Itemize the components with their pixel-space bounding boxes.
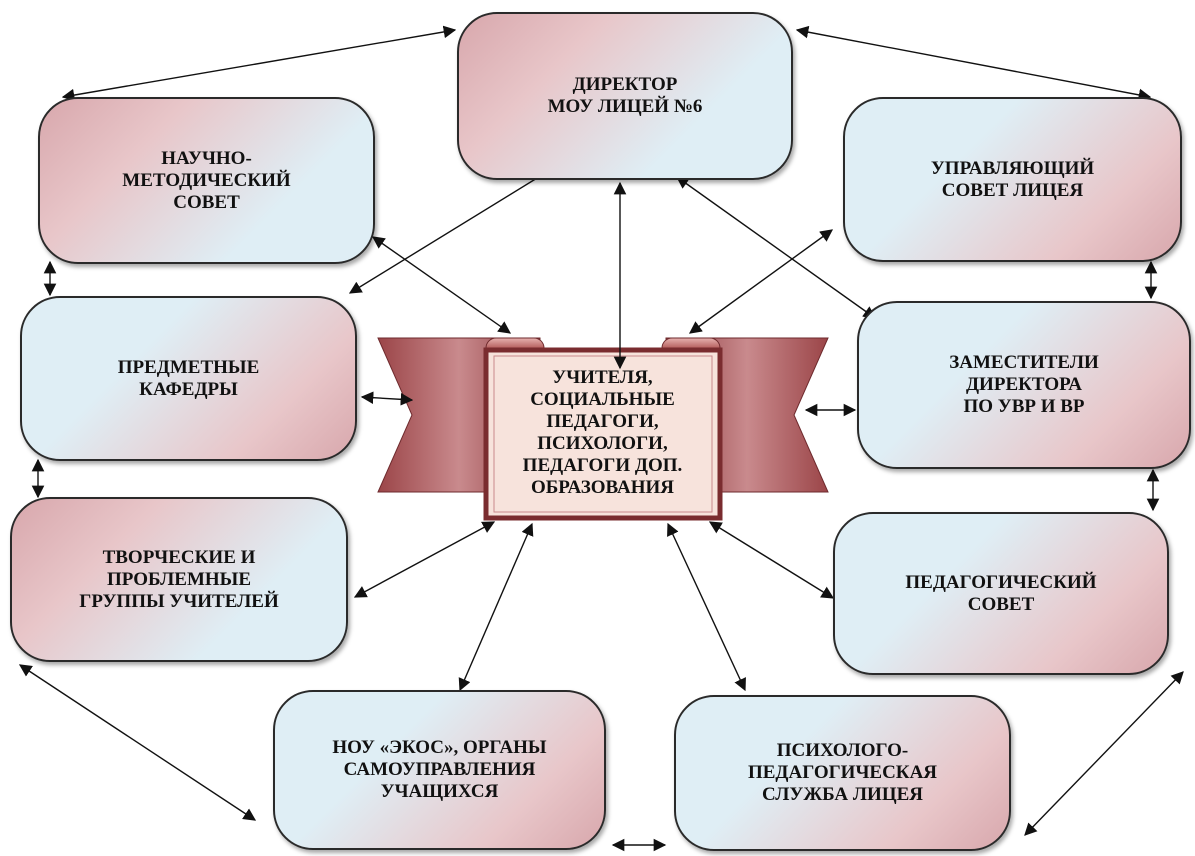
- node-departments-label: ПРЕДМЕТНЫЕ КАФЕДРЫ: [117, 356, 260, 400]
- connectors: [18, 25, 1184, 852]
- connector-director-nmc: [61, 25, 457, 102]
- center-scroll: [483, 347, 723, 521]
- connector-psych-teachers: [667, 522, 746, 692]
- node-deputies: ЗАМЕСТИТЕЛИ ДИРЕКТОРА ПО УВР И ВР: [857, 301, 1191, 469]
- connector-council-teachers: [688, 229, 834, 334]
- connector-pedsovet-teachers: [708, 521, 835, 599]
- connector-director-departments: [348, 166, 557, 294]
- node-pedsovet-label: ПЕДАГОГИЧЕСКИЙ СОВЕТ: [905, 571, 1097, 615]
- connector-departments-teachers: [360, 391, 414, 406]
- node-psych: ПСИХОЛОГО- ПЕДАГОГИЧЕСКАЯ СЛУЖБА ЛИЦЕЯ: [674, 695, 1011, 851]
- node-council-label: УПРАВЛЯЮЩИЙ СОВЕТ ЛИЦЕЯ: [930, 157, 1095, 201]
- node-nmc: НАУЧНО- МЕТОДИЧЕСКИЙ СОВЕТ: [38, 97, 375, 264]
- center-scroll-inner: [493, 355, 713, 513]
- node-psych-label: ПСИХОЛОГО- ПЕДАГОГИЧЕСКАЯ СЛУЖБА ЛИЦЕЯ: [747, 740, 938, 805]
- node-groups: ТВОРЧЕСКИЕ И ПРОБЛЕМНЫЕ ГРУППЫ УЧИТЕЛЕЙ: [10, 497, 348, 662]
- node-nou: НОУ «ЭКОС», ОРГАНЫ САМОУПРАВЛЕНИЯ УЧАЩИХ…: [273, 690, 606, 850]
- node-pedsovet: ПЕДАГОГИЧЕСКИЙ СОВЕТ: [833, 512, 1169, 675]
- node-council: УПРАВЛЯЮЩИЙ СОВЕТ ЛИЦЕЯ: [843, 97, 1182, 262]
- center-banner: [377, 337, 829, 521]
- node-groups-label: ТВОРЧЕСКИЕ И ПРОБЛЕМНЫЕ ГРУППЫ УЧИТЕЛЕЙ: [79, 546, 279, 612]
- connector-pedsovet-psych: [1024, 671, 1184, 836]
- node-deputies-label: ЗАМЕСТИТЕЛИ ДИРЕКТОРА ПО УВР И ВР: [949, 352, 1099, 417]
- node-director: ДИРЕКТОР МОУ ЛИЦЕЙ №6: [457, 12, 793, 180]
- connector-nmc-teachers: [371, 236, 512, 334]
- connector-nou-teachers: [458, 522, 534, 692]
- connector-groups-nou: [18, 664, 257, 821]
- node-departments: ПРЕДМЕТНЫЕ КАФЕДРЫ: [20, 296, 357, 461]
- node-nmc-label: НАУЧНО- МЕТОДИЧЕСКИЙ СОВЕТ: [122, 147, 291, 213]
- node-director-label: ДИРЕКТОР МОУ ЛИЦЕЙ №6: [547, 74, 703, 117]
- connector-director-council: [795, 25, 1152, 102]
- node-nou-label: НОУ «ЭКОС», ОРГАНЫ САМОУПРАВЛЕНИЯ УЧАЩИХ…: [332, 737, 547, 802]
- connector-groups-teachers: [353, 521, 496, 598]
- node-teachers-label: УЧИТЕЛЯ, СОЦИАЛЬНЫЕ ПЕДАГОГИ, ПСИХОЛОГИ,…: [522, 367, 683, 498]
